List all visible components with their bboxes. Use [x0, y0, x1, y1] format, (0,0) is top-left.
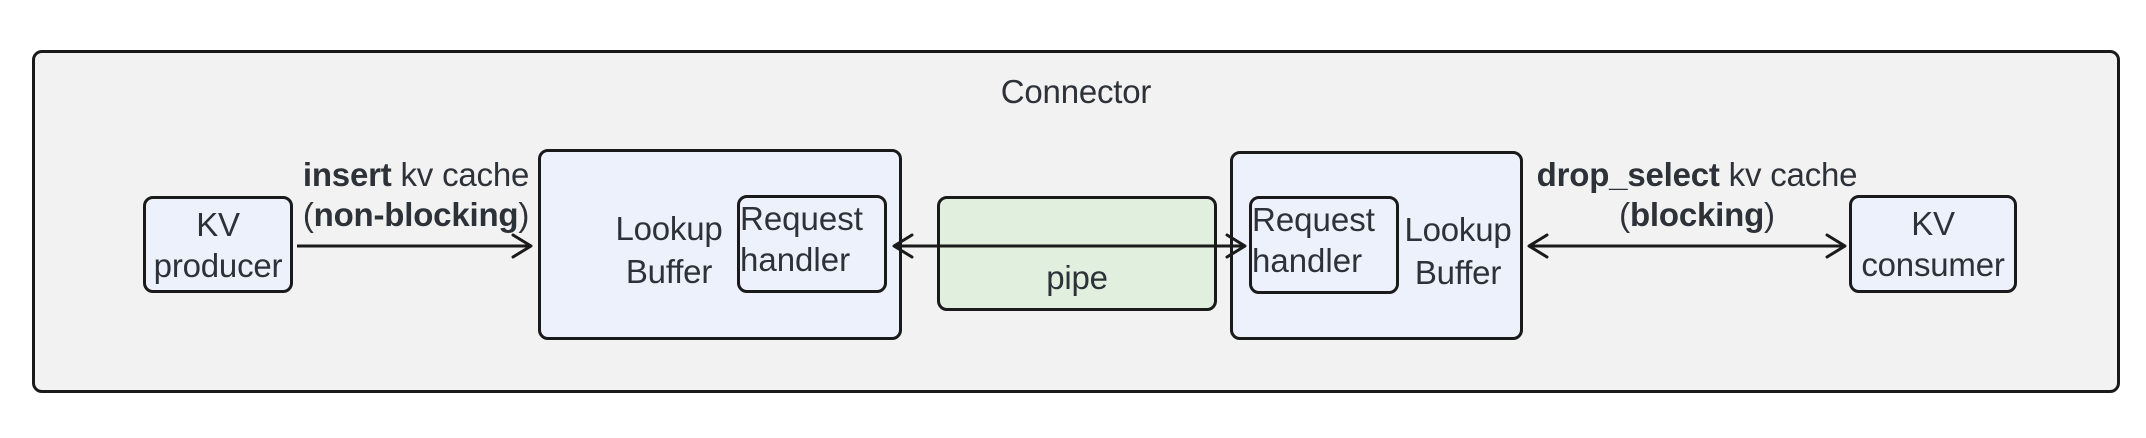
- drop-select-edge-label: drop_select kv cache (blocking): [1522, 155, 1872, 235]
- insert-edge-label-line2: (non-blocking): [302, 196, 530, 233]
- request-handler-left-label: Request handler: [740, 198, 884, 280]
- request-handler-right-line1: Request: [1252, 201, 1375, 238]
- kv-producer-line2: producer: [153, 246, 283, 284]
- request-handler-left-line1: Request: [740, 200, 863, 237]
- kv-producer-node: KV producer: [143, 196, 293, 293]
- request-handler-right-line2: handler: [1252, 242, 1363, 279]
- lookup-buffer-left-label: Lookup Buffer: [594, 207, 744, 293]
- request-handler-right-label: Request handler: [1252, 199, 1396, 281]
- drop-select-edge-label-line2: (blocking): [1619, 196, 1775, 233]
- request-handler-left-line2: handler: [740, 241, 851, 278]
- kv-consumer-line2: consumer: [1861, 246, 2005, 283]
- lookup-buffer-left-line2: Buffer: [625, 253, 713, 290]
- kv-consumer-node: KV consumer: [1849, 195, 2017, 293]
- insert-edge-label-line1: insert kv cache: [302, 156, 530, 193]
- request-handler-left-node: Request handler: [737, 195, 887, 293]
- kv-consumer-label: KV consumer: [1852, 203, 2014, 285]
- pipe-node: pipe: [937, 196, 1217, 311]
- lookup-buffer-left-line1: Lookup: [615, 210, 723, 247]
- connector-title: Connector: [1000, 73, 1152, 110]
- lookup-buffer-right-line2: Buffer: [1414, 254, 1502, 291]
- lookup-buffer-right-label: Lookup Buffer: [1383, 208, 1533, 294]
- kv-producer-line1: KV: [196, 205, 240, 243]
- insert-edge-label: insert kv cache (non-blocking): [241, 155, 591, 235]
- lookup-buffer-right-line1: Lookup: [1404, 211, 1512, 248]
- drop-select-edge-label-line1: drop_select kv cache: [1536, 156, 1858, 193]
- kv-consumer-line1: KV: [1911, 205, 1955, 242]
- request-handler-right-node: Request handler: [1249, 196, 1399, 294]
- kv-producer-label: KV producer: [146, 204, 290, 286]
- pipe-label: pipe: [1046, 259, 1108, 296]
